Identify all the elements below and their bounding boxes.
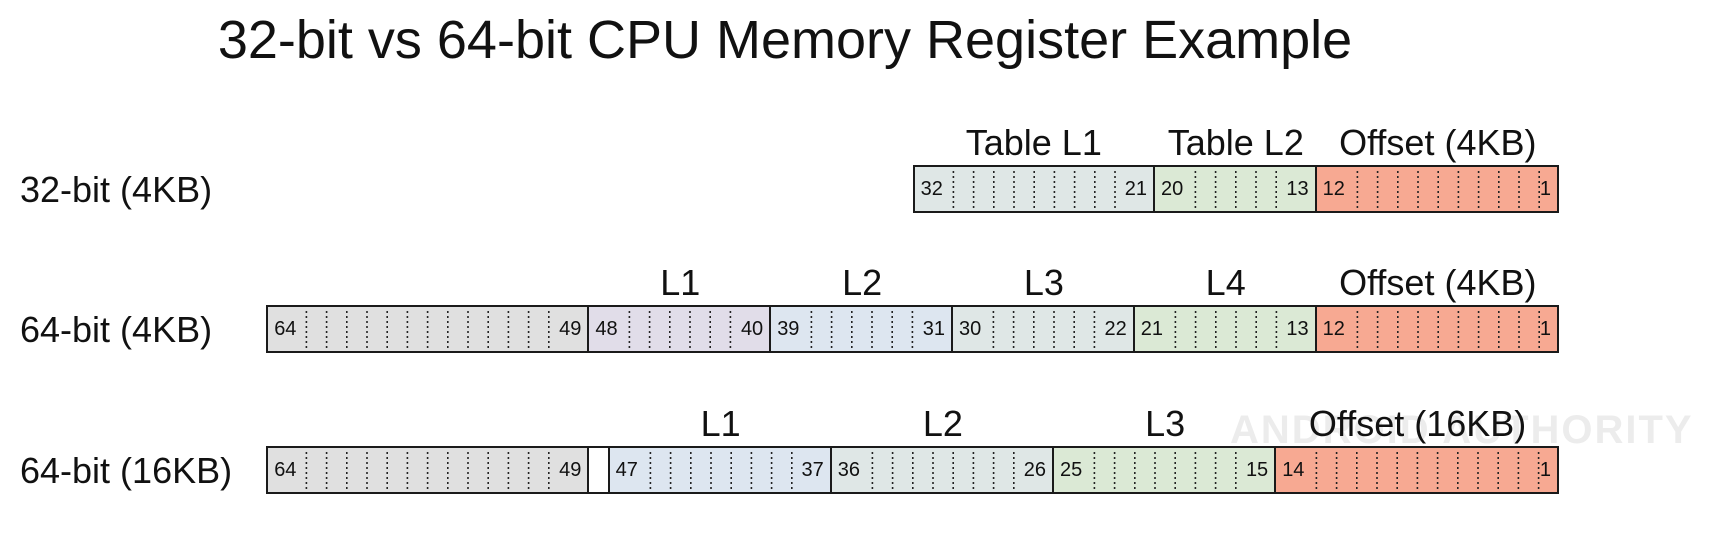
register-segment: 12 1 [1314, 165, 1559, 213]
high-bit-label: 64 [274, 307, 297, 351]
low-bit-label: 15 [1245, 448, 1269, 492]
high-bit-label: 30 [959, 307, 982, 351]
high-bit-label: 21 [1140, 307, 1164, 351]
register-segment: 64 49 [266, 305, 590, 353]
register-segment [587, 446, 610, 494]
register-segment: 48 40 [587, 305, 772, 353]
high-bit-label: 48 [595, 307, 618, 351]
segment-title: Offset (4KB) [1339, 122, 1537, 163]
bit-dividers [628, 452, 813, 490]
segment-title: L1 [660, 262, 701, 303]
register-segment: 30 22 [951, 305, 1135, 353]
low-bit-label: 21 [1124, 167, 1147, 211]
segment-title: L1 [700, 403, 741, 444]
high-bit-label: 14 [1282, 448, 1305, 492]
register-segment: 12 1 [1314, 305, 1559, 353]
segment-title: L3 [1145, 403, 1186, 444]
register-segment: 47 37 [607, 446, 832, 494]
segment-title: L4 [1205, 262, 1246, 303]
high-bit-label: 12 [1322, 167, 1345, 211]
high-bit-label: 20 [1161, 167, 1184, 211]
low-bit-label: 1 [1539, 307, 1551, 351]
low-bit-label: 49 [559, 448, 582, 492]
register-segment: 14 1 [1274, 446, 1559, 494]
bit-dividers [931, 171, 1136, 209]
high-bit-label: 25 [1060, 448, 1083, 492]
high-bit-label: 12 [1322, 307, 1345, 351]
segment-title: Offset (16KB) [1308, 403, 1527, 444]
segment-title: L3 [1023, 262, 1064, 303]
low-bit-label: 22 [1104, 307, 1127, 351]
diagram-title: 32-bit vs 64-bit CPU Memory Register Exa… [217, 10, 1353, 70]
high-bit-label: 64 [274, 448, 297, 492]
segment-title: Table L1 [965, 122, 1102, 163]
row-label-64bit-16kb: 64-bit (16KB) [20, 450, 233, 491]
register-segment: 39 31 [769, 305, 953, 353]
register-segment: 25 15 [1052, 446, 1277, 494]
bit-dividers [1295, 452, 1540, 490]
row-label-64bit-4kb: 64-bit (4KB) [20, 309, 213, 350]
low-bit-label: 1 [1539, 167, 1551, 211]
low-bit-label: 1 [1539, 448, 1551, 492]
high-bit-label: 47 [615, 448, 638, 492]
bit-dividers [1335, 171, 1540, 209]
row-label-32bit-4kb: 32-bit (4KB) [20, 169, 213, 210]
low-bit-label: 13 [1286, 167, 1309, 211]
high-bit-label: 39 [777, 307, 800, 351]
bit-dividers [285, 311, 570, 349]
watermark-logo: ANDROID AUTHORITY [1230, 408, 1694, 452]
bit-dividers [1335, 311, 1540, 349]
high-bit-label: 32 [920, 167, 943, 211]
bit-dividers [589, 448, 607, 492]
low-bit-label: 49 [559, 307, 582, 351]
segment-title: L2 [842, 262, 883, 303]
bit-dividers [851, 452, 1035, 490]
register-segment: 36 26 [829, 446, 1054, 494]
segment-title: L2 [922, 403, 963, 444]
low-bit-label: 37 [801, 448, 824, 492]
segment-title: Table L2 [1167, 122, 1304, 163]
register-segment: 32 21 [912, 165, 1155, 213]
register-segment: 64 49 [266, 446, 590, 494]
low-bit-label: 40 [740, 307, 764, 351]
low-bit-label: 26 [1023, 448, 1046, 492]
bit-dividers [285, 452, 570, 490]
register-segment: 21 13 [1132, 305, 1317, 353]
bit-dividers [1073, 452, 1257, 490]
high-bit-label: 36 [837, 448, 861, 492]
segment-title: Offset (4KB) [1339, 262, 1537, 303]
low-bit-label: 13 [1286, 307, 1309, 351]
low-bit-label: 31 [922, 307, 945, 351]
